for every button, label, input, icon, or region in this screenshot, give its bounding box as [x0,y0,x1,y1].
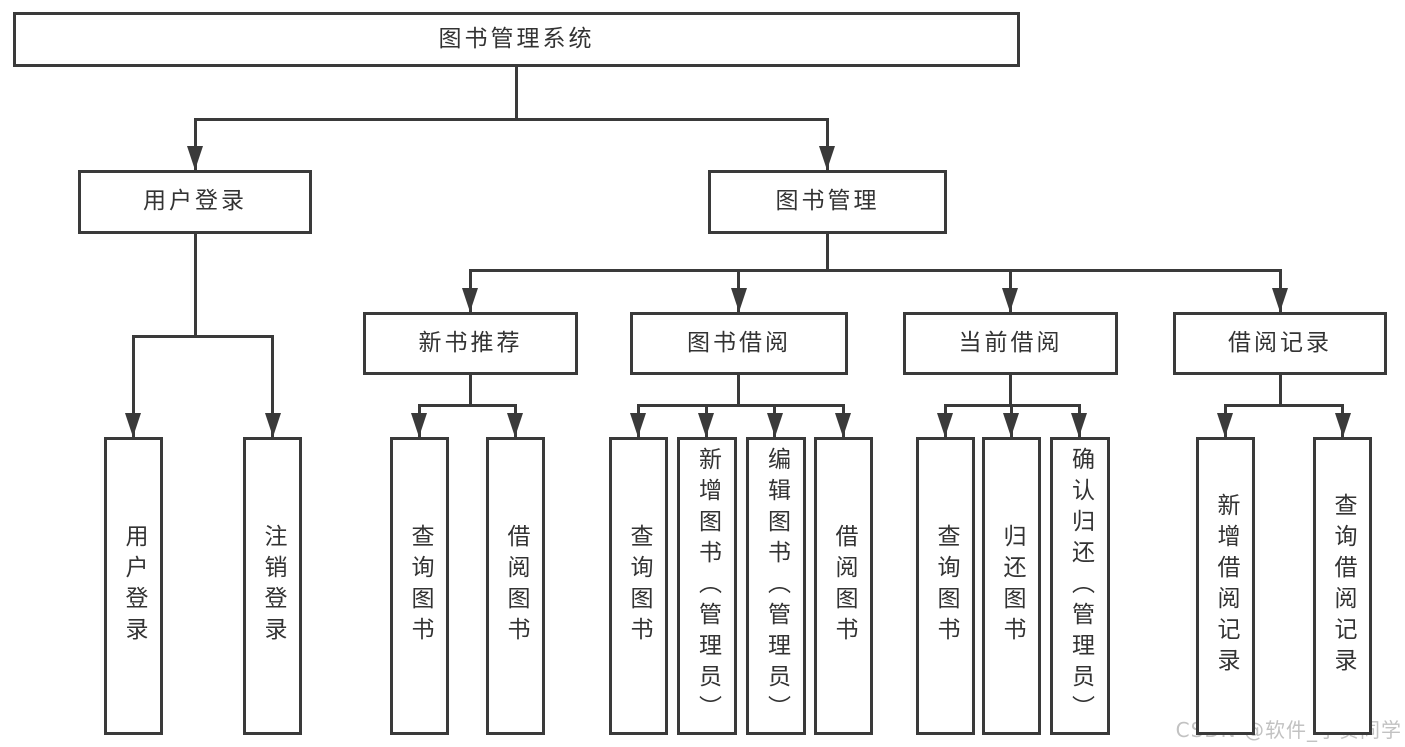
leaf-return-book-label: 归还图书 [999,524,1025,648]
leaf-borrow-book-node: 借阅图书 [814,437,873,735]
book-borrow-label: 图书借阅 [687,329,791,356]
new-book-recommend-label: 新书推荐 [418,329,523,356]
leaf-add-borrow-record-node: 新增借阅记录 [1196,437,1255,735]
leaf-edit-book-admin-label: 编辑图书（管理员） [763,446,790,726]
connector-segment [132,335,135,437]
leaf-user-login-node: 用户登录 [104,437,163,735]
leaf-borrow-book-recommend-node: 借阅图书 [486,437,545,735]
connector-arrowhead-icon [698,413,714,437]
book-borrow-node: 图书借阅 [630,312,848,375]
connector-arrowhead-icon [630,413,646,437]
leaf-query-book-borrow-label: 查询图书 [626,524,652,648]
connector-arrowhead-icon [835,413,851,437]
connector-arrowhead-icon [462,288,478,312]
connector-arrowhead-icon [1335,413,1351,437]
connector-segment [1009,375,1012,406]
leaf-query-borrow-record-label: 查询借阅记录 [1330,493,1356,679]
leaf-query-book-current-node: 查询图书 [916,437,975,735]
connector-arrowhead-icon [125,413,141,437]
connector-segment [271,335,274,437]
root-label: 图书管理系统 [438,25,595,52]
connector-arrowhead-icon [507,413,523,437]
leaf-add-book-admin-node: 新增图书（管理员） [677,437,737,735]
connector-segment [637,404,845,407]
current-borrow-label: 当前借阅 [958,329,1063,356]
connector-segment [132,335,274,338]
borrow-records-label: 借阅记录 [1228,329,1332,356]
connector-segment [469,269,1282,272]
connector-arrowhead-icon [265,413,281,437]
leaf-logout-node: 注销登录 [243,437,302,735]
connector-arrowhead-icon [187,146,203,170]
leaf-add-borrow-record-label: 新增借阅记录 [1213,493,1239,679]
leaf-query-book-recommend-node: 查询图书 [390,437,449,735]
connector-segment [194,234,197,335]
leaf-confirm-return-admin-label: 确认归还（管理员） [1067,446,1094,726]
connector-arrowhead-icon [1217,413,1233,437]
connector-arrowhead-icon [731,288,747,312]
connector-segment [1224,404,1344,407]
leaf-return-book-node: 归还图书 [982,437,1041,735]
leaf-user-login-label: 用户登录 [121,524,147,648]
connector-segment [515,67,518,120]
leaf-edit-book-admin-node: 编辑图书（管理员） [746,437,806,735]
user-login-node: 用户登录 [78,170,312,234]
connector-segment [826,234,829,271]
connector-arrowhead-icon [1002,288,1018,312]
connector-arrowhead-icon [767,413,783,437]
connector-segment [826,118,829,170]
connector-arrowhead-icon [1003,413,1019,437]
current-borrow-node: 当前借阅 [903,312,1118,375]
user-login-label: 用户登录 [143,188,247,215]
leaf-query-book-borrow-node: 查询图书 [609,437,668,735]
connector-segment [1279,375,1282,406]
leaf-query-borrow-record-node: 查询借阅记录 [1313,437,1372,735]
leaf-borrow-book-recommend-label: 借阅图书 [503,524,529,648]
connector-arrowhead-icon [1272,288,1288,312]
borrow-records-node: 借阅记录 [1173,312,1387,375]
connector-segment [469,375,472,406]
leaf-query-book-recommend-label: 查询图书 [407,524,433,648]
book-management-label: 图书管理 [775,188,880,215]
connector-arrowhead-icon [1071,413,1087,437]
connector-arrowhead-icon [819,146,835,170]
connector-arrowhead-icon [937,413,953,437]
leaf-query-book-current-label: 查询图书 [933,524,959,648]
leaf-add-book-admin-label: 新增图书（管理员） [694,446,721,726]
leaf-confirm-return-admin-node: 确认归还（管理员） [1050,437,1110,735]
leaf-borrow-book-label: 借阅图书 [831,524,857,648]
connector-segment [737,375,740,406]
root-node: 图书管理系统 [13,12,1020,67]
connector-segment [194,118,197,170]
connector-arrowhead-icon [411,413,427,437]
connector-segment [194,118,829,121]
connector-segment [418,404,517,407]
leaf-logout-label: 注销登录 [260,524,286,648]
new-book-recommend-node: 新书推荐 [363,312,578,375]
book-management-node: 图书管理 [708,170,947,234]
